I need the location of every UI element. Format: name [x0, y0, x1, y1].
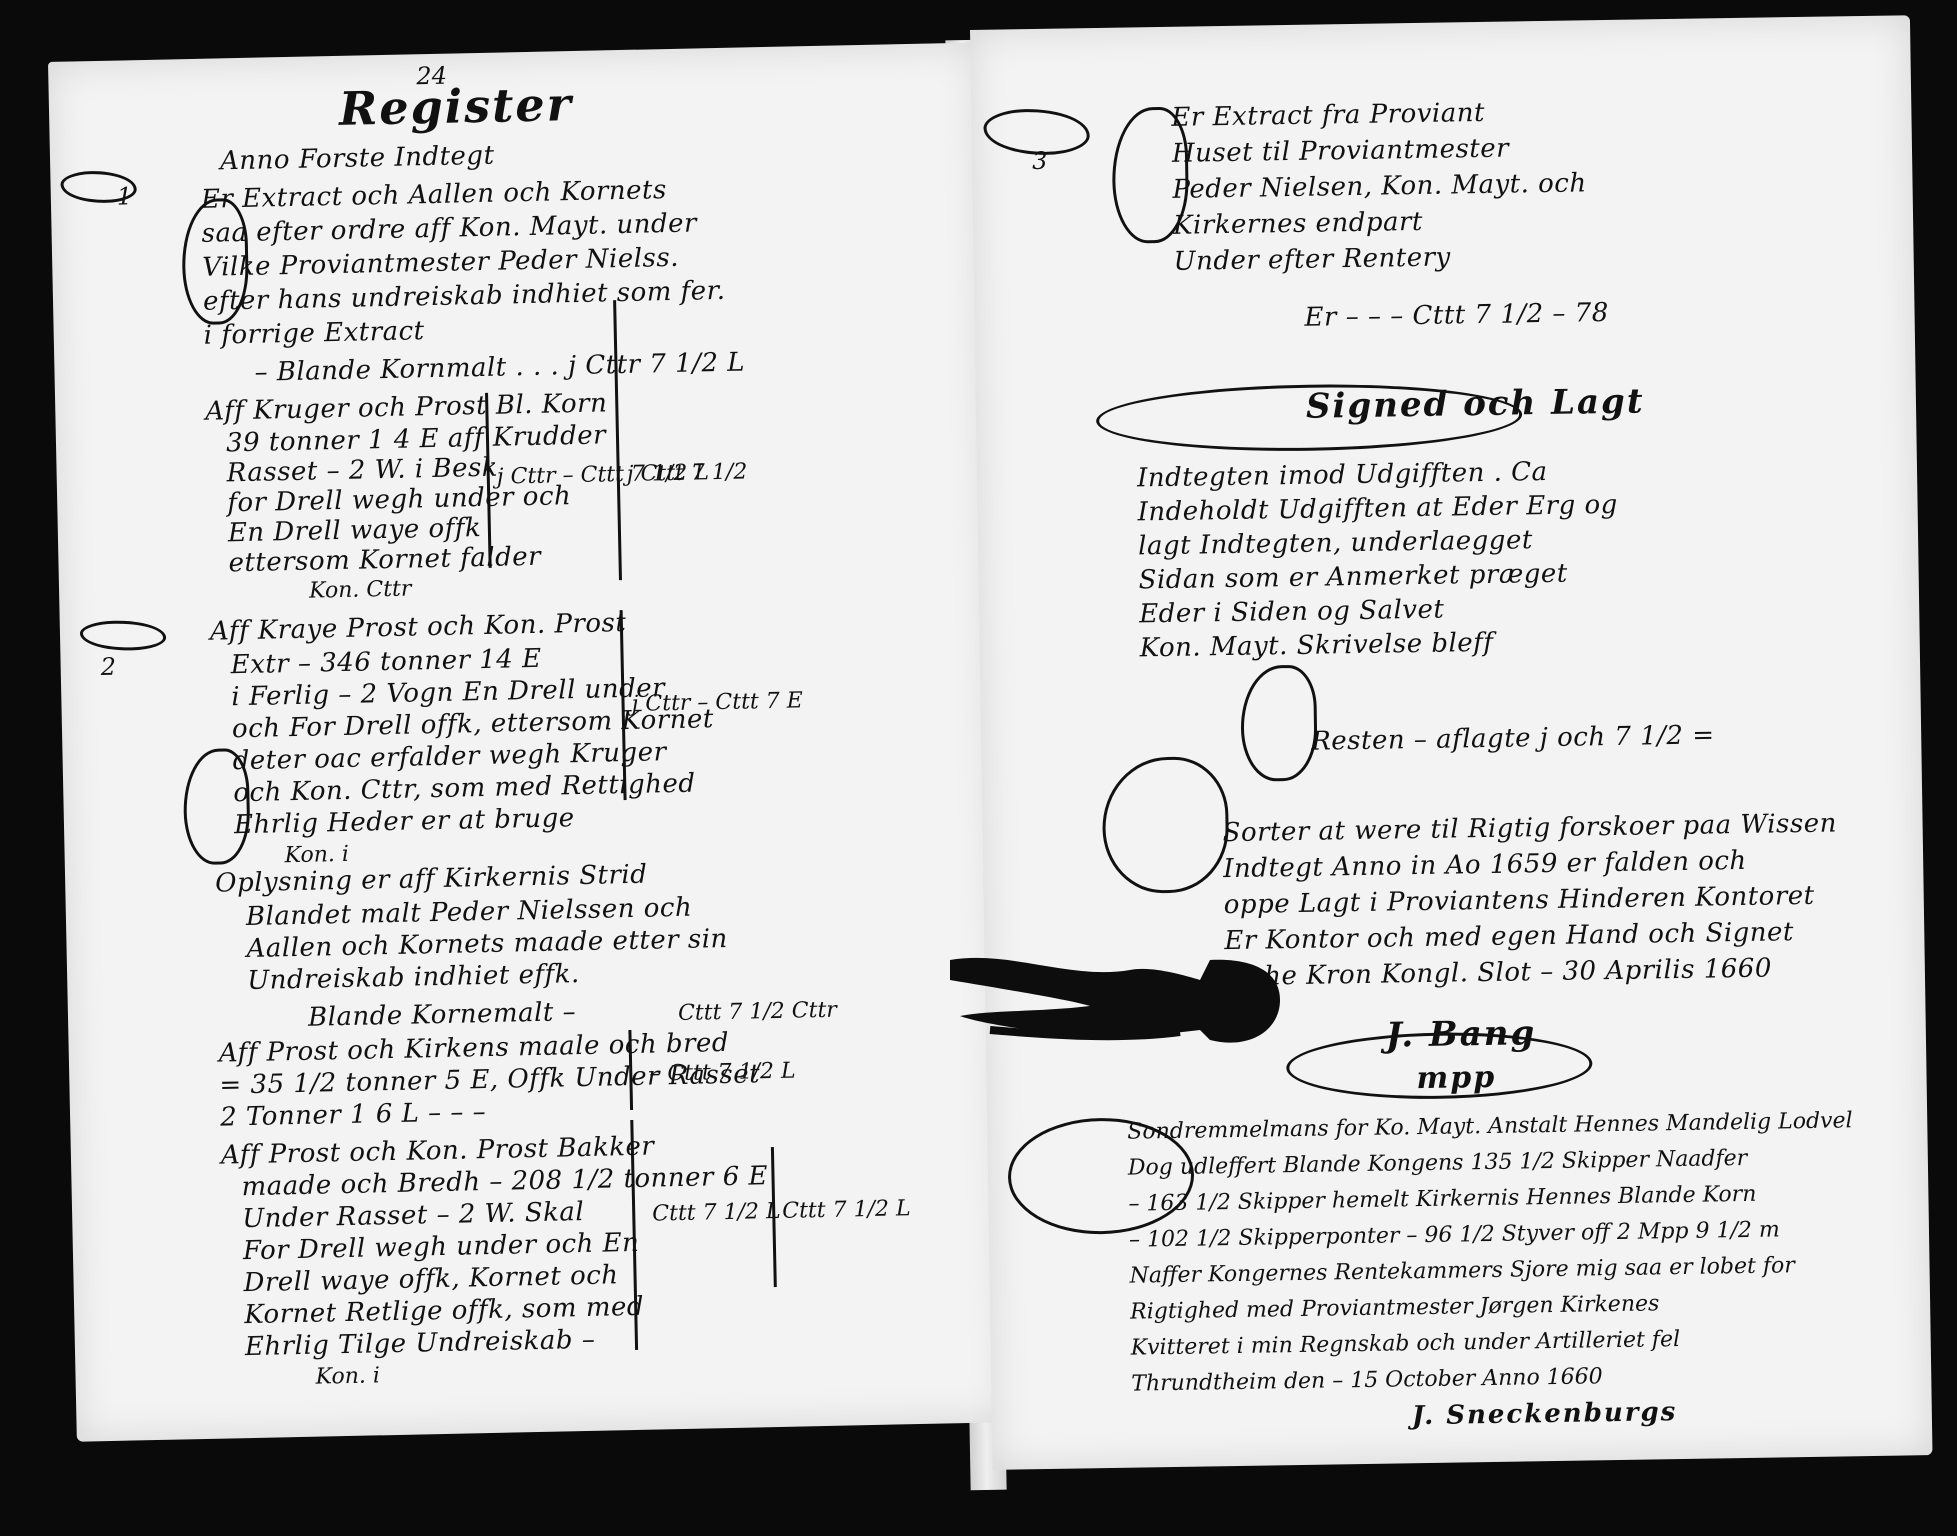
attest-initial-flourish: [1101, 756, 1230, 895]
right-page: 3 Er Extract fra Proviant Huset til Prov…: [970, 15, 1933, 1470]
entry-line-8: Kon. Cttr: [308, 576, 412, 604]
note-line-4: – 102 1/2 Skipperponter – 96 1/2 Styver …: [1128, 1217, 1780, 1253]
rest-initial-flourish: [1240, 664, 1318, 782]
right-folio-number: 3: [1031, 146, 1048, 176]
header-line-3: Peder Nielsen, Kon. Mayt. och: [1172, 168, 1587, 205]
note-line-8: Thrundtheim den – 15 October Anno 1660: [1131, 1364, 1603, 1397]
intro-line-6: i forrige Extract: [203, 316, 425, 351]
margin-flourish-2: [79, 619, 167, 652]
signature-sneckenburg: J. Sneckenburgs: [1411, 1397, 1678, 1432]
header-total: Er – – – Cttt 7 1/2 – 78: [1304, 298, 1609, 333]
total-5: Cttt 7 1/2 L: [651, 1198, 781, 1227]
rest-line: Resten – aflagte j och 7 1/2 =: [1310, 720, 1715, 757]
header-line-2: Huset til Proviantmester: [1171, 133, 1510, 169]
total-1: j Cttt 7 1/2: [626, 459, 748, 487]
section-line-6: Kon. Mayt. Skrivelse bleff: [1139, 627, 1494, 664]
note-line-7: Kvitteret i min Regnskab och under Artil…: [1130, 1327, 1681, 1361]
entry-line-24: 2 Tonner 1 6 L – – –: [219, 1097, 487, 1133]
header-line-5: Under efter Rentery: [1173, 242, 1451, 277]
entry-line-20: Undreiskab indhiet effk.: [246, 959, 581, 997]
note-line-6: Rigtighed med Proviantmester Jørgen Kirk…: [1129, 1291, 1660, 1325]
left-page-heading: Register: [338, 77, 574, 136]
total-4: – Cttt 7 1/2 L: [649, 1058, 796, 1087]
initial-flourish-2: [182, 747, 251, 866]
left-page: 24 Register 1 2 Anno Forste Indtegt Er E…: [48, 42, 1007, 1442]
note-line-3: – 163 1/2 Skipper hemelt Kirkernis Henne…: [1128, 1181, 1757, 1217]
total-6: Cttt 7 1/2 L: [781, 1196, 911, 1224]
section-line-4: Sidan som er Anmerket præget: [1138, 558, 1568, 596]
signature-flourish: [1285, 1030, 1593, 1102]
header-line-4: Kirkernes endpart: [1172, 206, 1424, 241]
entry-line-1: – Blande Kornmalt . . . j Cttr 7 1/2 L: [254, 347, 746, 388]
margin-mark-1: 1: [116, 182, 133, 211]
total-3: Cttt 7 1/2 Cttr: [677, 997, 838, 1027]
section-line-2: Indeholdt Udgifften at Eder Erg og: [1137, 489, 1619, 528]
wax-seal-icon: [950, 957, 1280, 1043]
total-2: j Cttr – Cttt 7 E: [631, 688, 804, 717]
margin-mark-2: 2: [100, 652, 117, 682]
header-line-1: Er Extract fra Proviant: [1171, 97, 1486, 133]
entry-line-9: Aff Kraye Prost och Kon. Prost: [209, 608, 627, 647]
section-title: Signed och Lagt: [1305, 381, 1645, 427]
note-line-5: Naffer Kongernes Rentekammers Sjore mig …: [1129, 1253, 1795, 1289]
bracket-2: [613, 300, 622, 581]
entry-line-32: Kon. i: [315, 1363, 381, 1390]
note-line-2: Dog udleffert Blande Kongens 135 1/2 Ski…: [1127, 1145, 1748, 1181]
note-line-1: Sondremmelmans for Ko. Mayt. Anstalt Hen…: [1127, 1108, 1853, 1145]
entry-line-31: Ehrlig Tilge Undreiskab –: [244, 1324, 596, 1363]
entry-line-15: Ehrlig Heder er at bruge: [233, 803, 575, 841]
intro-line-1: Anno Forste Indtegt: [219, 140, 495, 177]
